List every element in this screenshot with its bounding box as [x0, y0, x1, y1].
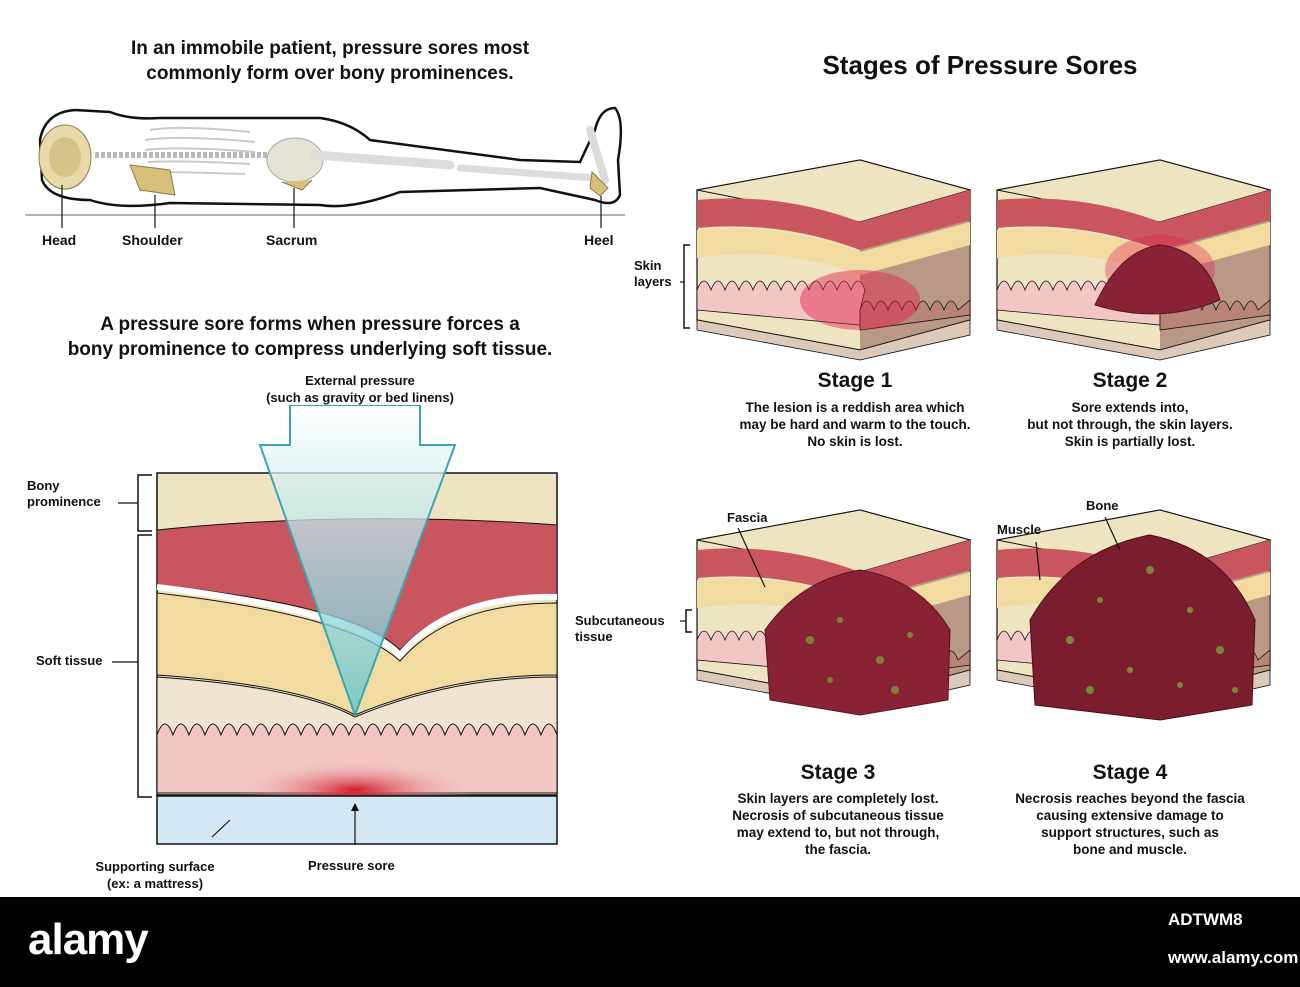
label-soft-tissue: Soft tissue [36, 653, 103, 668]
heel-bone [589, 170, 609, 197]
stages-figures [680, 159, 1271, 721]
stage-2-title: Stage 2 [1092, 369, 1168, 392]
stage-4-description: Necrosis reaches beyond the fascia causi… [1015, 791, 1245, 857]
sacrum-bone [281, 179, 313, 191]
image-id: ADTWM8 [1168, 910, 1243, 929]
label-shoulder: Shoulder [122, 232, 183, 248]
stage-1-figure [696, 159, 971, 361]
stage-3-figure [696, 509, 971, 716]
pressure-arrow-icon [258, 405, 457, 718]
label-skin-layers: Skin layers [634, 258, 672, 289]
label-fascia: Fascia [727, 510, 768, 525]
alamy-logo: alamy [28, 915, 149, 964]
ribcage [144, 126, 256, 175]
stage-1-description: The lesion is a reddish area which may b… [739, 400, 971, 449]
tibia [456, 164, 599, 182]
label-external-pressure: External pressure (such as gravity or be… [266, 373, 454, 405]
label-bony-prominence: Bony prominence [27, 478, 101, 509]
pelvis-icon [266, 137, 324, 183]
foot-bones [586, 126, 609, 184]
stage-3-description: Skin layers are completely lost. Necrosi… [732, 791, 944, 857]
label-sacrum: Sacrum [266, 232, 318, 248]
stage-4-figure [996, 509, 1271, 721]
stage-1-title: Stage 1 [817, 369, 893, 392]
label-pressure-sore: Pressure sore [308, 858, 395, 873]
watermark-url: www.alamy.com [1168, 948, 1299, 967]
watermark-footer [0, 897, 1300, 987]
body-outline-figure [25, 106, 625, 228]
label-muscle: Muscle [997, 522, 1042, 537]
scapula-icon [129, 164, 176, 196]
mattress [156, 795, 558, 845]
stages-section-title: Stages of Pressure Sores [822, 50, 1138, 80]
tissue-compression-diagram [112, 405, 558, 845]
stage-3-title: Stage 3 [800, 761, 876, 784]
stage-2-figure [996, 159, 1271, 361]
label-supporting-surface: Supporting surface (ex: a mattress) [95, 859, 215, 891]
label-head: Head [42, 232, 77, 248]
label-heel: Heel [584, 232, 614, 248]
stage-4-title: Stage 4 [1092, 761, 1168, 784]
femur [310, 150, 455, 170]
label-bone: Bone [1086, 498, 1119, 513]
mechanism-section-title: A pressure sore forms when pressure forc… [67, 314, 553, 360]
label-subcutaneous-tissue: Subcutaneous tissue [575, 613, 665, 644]
body-section-title: In an immobile patient, pressure sores m… [130, 38, 530, 84]
stage-2-description: Sore extends into, but not through, the … [1027, 400, 1233, 449]
